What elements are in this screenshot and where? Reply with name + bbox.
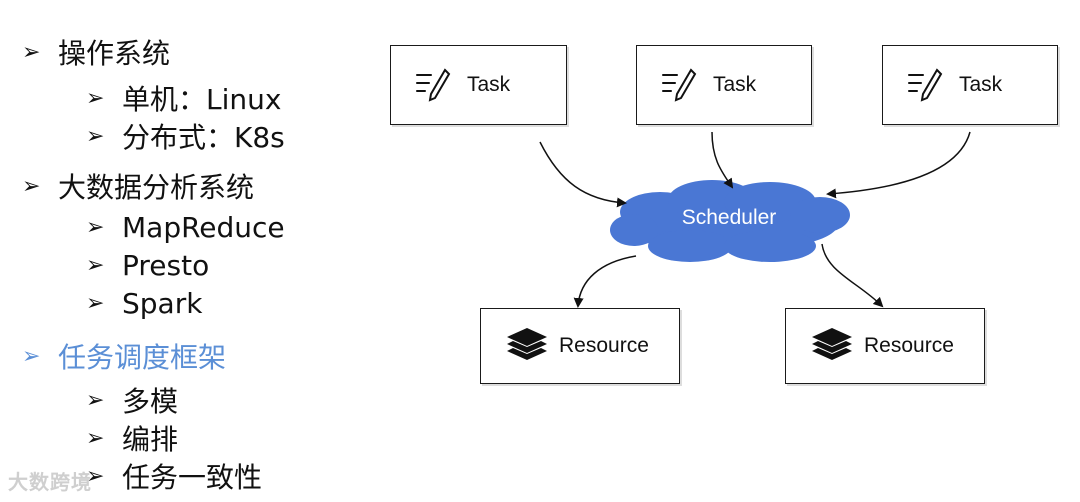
scheduler-cloud-shape <box>610 180 850 262</box>
bullet-arrow-icon: ➢ <box>22 173 41 199</box>
outline-label: 多模 <box>122 385 179 418</box>
outline-item-orchestration: ➢ 编排 <box>86 418 178 458</box>
outline-item-linux: ➢ 单机：Linux <box>86 78 281 118</box>
outline-item-bigdata: ➢ 大数据分析系统 <box>22 166 254 206</box>
layers-stack-icon <box>507 328 547 360</box>
task-box-2: Task <box>636 45 812 125</box>
bullet-arrow-icon: ➢ <box>22 343 41 369</box>
arrow-task2-scheduler <box>711 131 734 189</box>
outline-item-spark: ➢ Spark <box>86 287 202 320</box>
resource-box-1: Resource <box>480 308 680 384</box>
outline-label: 分布式：K8s <box>122 121 285 154</box>
outline-item-mapreduce: ➢ MapReduce <box>86 211 285 244</box>
outline-item-multimodal: ➢ 多模 <box>86 380 178 420</box>
task-box-3: Task <box>882 45 1058 125</box>
task-pencil-icon <box>662 68 697 102</box>
task-label: Task <box>959 73 1003 96</box>
outline-label: Spark <box>122 287 203 320</box>
outline-item-presto: ➢ Presto <box>86 249 209 282</box>
bullet-arrow-icon: ➢ <box>86 85 105 111</box>
outline-item-os: ➢ 操作系统 <box>22 32 170 72</box>
bullet-arrow-icon: ➢ <box>86 123 105 149</box>
task-pencil-icon <box>908 68 943 102</box>
resource-label: Resource <box>559 334 649 357</box>
outline-item-scheduling: ➢ 任务调度框架 <box>22 336 226 376</box>
bullet-arrow-icon: ➢ <box>86 215 105 240</box>
layers-stack-icon <box>812 328 852 360</box>
task-label: Task <box>467 73 511 96</box>
arrow-scheduler-resource2 <box>821 243 884 308</box>
topic-outline: ➢ 操作系统 ➢ 单机：Linux ➢ 分布式：K8s ➢ 大数据分析系统 ➢ … <box>0 0 330 502</box>
bullet-arrow-icon: ➢ <box>86 253 105 278</box>
outline-label: MapReduce <box>122 211 285 244</box>
bullet-arrow-icon: ➢ <box>86 387 105 413</box>
outline-item-consistency: ➢ 任务一致性 <box>86 456 262 496</box>
scheduler-label: Scheduler <box>681 206 777 229</box>
outline-label: 编排 <box>122 423 179 456</box>
arrow-scheduler-resource1 <box>573 255 637 308</box>
task-label: Task <box>713 73 757 96</box>
outline-label: 任务一致性 <box>122 461 263 494</box>
bullet-arrow-icon: ➢ <box>22 39 41 65</box>
bullet-arrow-icon: ➢ <box>86 425 105 451</box>
outline-label: Presto <box>122 249 210 282</box>
task-box-1: Task <box>390 45 567 125</box>
arrow-task3-scheduler <box>826 131 971 199</box>
outline-label: 大数据分析系统 <box>58 171 255 204</box>
outline-label: 操作系统 <box>58 37 171 70</box>
outline-item-k8s: ➢ 分布式：K8s <box>86 116 285 156</box>
bullet-arrow-icon: ➢ <box>86 463 105 489</box>
resource-box-2: Resource <box>785 308 985 384</box>
arrow-task1-scheduler <box>539 141 627 208</box>
resource-label: Resource <box>864 334 954 357</box>
bullet-arrow-icon: ➢ <box>86 291 105 316</box>
task-pencil-icon <box>416 68 451 102</box>
outline-label: 单机：Linux <box>122 83 282 116</box>
watermark: 大数跨境 <box>8 470 92 494</box>
outline-label: 任务调度框架 <box>58 341 227 374</box>
